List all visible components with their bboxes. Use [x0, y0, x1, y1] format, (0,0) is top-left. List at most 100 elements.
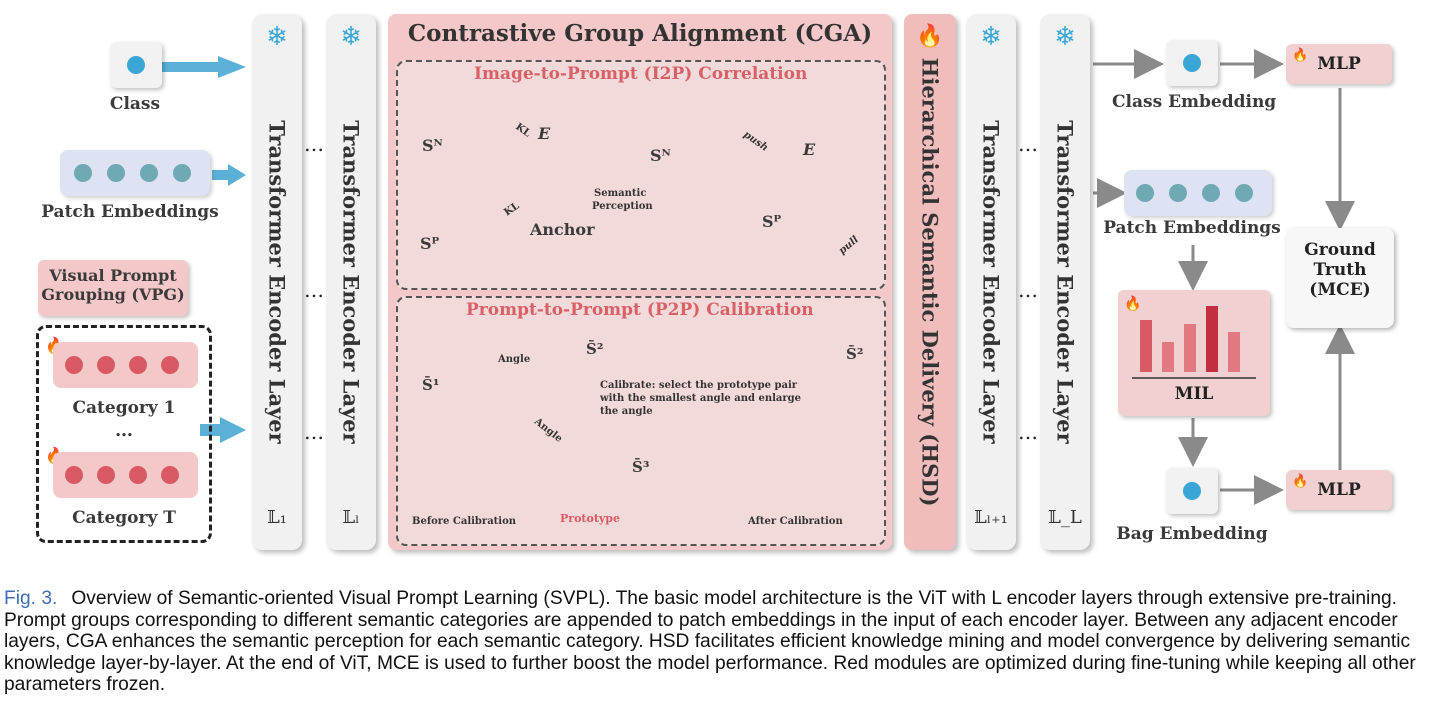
vpg-dashed-group: 🔥 Category 1 … 🔥 Category T [36, 325, 212, 543]
patch-token [173, 164, 191, 182]
encoder-layer-label: Transformer Encoder Layer [1052, 120, 1078, 444]
vpg-title-box: Visual Prompt Grouping (VPG) [38, 260, 188, 316]
snowflake-icon: ❄ [340, 22, 362, 52]
calibrate-text-3: the angle [600, 406, 653, 417]
encoder-layer-l: ❄ Transformer Encoder Layer 𝕃ₗ [326, 14, 376, 550]
category-t-label: Category T [72, 508, 176, 528]
patch-token [140, 164, 158, 182]
before-calibration-label: Before Calibration [412, 516, 517, 527]
category-t-prompts [53, 452, 198, 498]
patch-token [74, 164, 92, 182]
encoder-layer-index: 𝕃ₗ [342, 507, 360, 528]
patch-token [1235, 184, 1253, 202]
patch-token [107, 164, 125, 182]
ellipsis: … [1018, 278, 1040, 302]
fire-icon: 🔥 [1124, 296, 1142, 312]
hsd-panel: 🔥 Hierarchical Semantic Delivery (HSD) [904, 14, 956, 550]
prompt-token [129, 356, 147, 374]
encoder-layer-label: Transformer Encoder Layer [264, 120, 290, 444]
class-token-box [110, 42, 162, 88]
ground-truth-line3: (MCE) [1309, 280, 1371, 300]
caption-text: Overview of Semantic-oriented Visual Pro… [4, 588, 1416, 695]
figure-caption: Fig. 3.Overview of Semantic-oriented Vis… [4, 588, 1436, 696]
prototype-label: Prototype [560, 512, 620, 525]
mlp-top-box: 🔥 MLP [1286, 44, 1392, 84]
s2-label: S̄² [586, 340, 604, 358]
bag-embedding-label: Bag Embedding [1116, 524, 1268, 544]
patch-token [1202, 184, 1220, 202]
class-token [127, 56, 145, 74]
prompt-token [97, 466, 115, 484]
mlp-top-label: MLP [1317, 54, 1361, 74]
i2p-panel [396, 60, 886, 290]
ellipsis: … [1018, 420, 1040, 444]
sn-label: Sᴺ [650, 146, 671, 165]
ground-truth-box: Ground Truth (MCE) [1286, 228, 1394, 328]
s3-label: S̄³ [632, 458, 650, 476]
figure-number: Fig. 3. [4, 588, 58, 609]
ground-truth-line1: Ground [1304, 240, 1376, 260]
mil-bar-icon [1132, 306, 1256, 379]
s1-label: S̄¹ [422, 376, 440, 394]
after-calibration-label: After Calibration [748, 516, 843, 527]
ellipsis: … [304, 420, 326, 444]
fire-icon: 🔥 [916, 24, 944, 49]
p2p-title: Prompt-to-Prompt (P2P) Calibration [466, 300, 814, 320]
perception-label: Perception [592, 201, 653, 212]
patch-embeddings-box [60, 150, 210, 196]
fire-icon: 🔥 [1292, 48, 1309, 63]
angle-label: Angle [498, 354, 531, 365]
output-patch-embeddings-box [1124, 170, 1272, 216]
svpl-diagram: Class Patch Embeddings Visual Prompt Gro… [36, 14, 1394, 550]
vpg-title-line1: Visual Prompt [49, 266, 177, 285]
i2p-title: Image-to-Prompt (I2P) Correlation [474, 64, 808, 84]
fire-icon: 🔥 [1292, 474, 1309, 489]
bag-embedding-box [1166, 468, 1218, 514]
bag-embedding-token [1183, 482, 1201, 500]
mil-box: 🔥 MIL [1118, 290, 1270, 416]
snowflake-icon: ❄ [266, 22, 288, 52]
patch-token [1136, 184, 1154, 202]
encoder-layer-label: Transformer Encoder Layer [978, 120, 1004, 444]
prompt-token [161, 466, 179, 484]
encoder-layer-index: 𝕃_L [1048, 507, 1082, 528]
category-1-prompts [53, 342, 198, 388]
input-arrows [156, 56, 246, 443]
encoder-layer-label: Transformer Encoder Layer [338, 120, 364, 444]
category-1-label: Category 1 [72, 398, 176, 418]
calibrate-text-1: Calibrate: select the prototype pair [600, 380, 798, 391]
ellipsis: … [304, 278, 326, 302]
e-label: E [803, 140, 816, 159]
semantic-label: Semantic [594, 188, 647, 199]
sp-label: Sᴾ [420, 234, 440, 253]
encoder-layer-1: ❄ Transformer Encoder Layer 𝕃₁ [252, 14, 302, 550]
encoder-layer-L: ❄ Transformer Encoder Layer 𝕃_L [1040, 14, 1090, 550]
cga-title: Contrastive Group Alignment (CGA) [407, 20, 873, 47]
class-embedding-label: Class Embedding [1112, 92, 1277, 112]
category-ellipsis: … [115, 420, 133, 441]
mlp-bottom-label: MLP [1317, 480, 1361, 500]
mlp-bottom-box: 🔥 MLP [1286, 470, 1392, 510]
ellipsis: … [1018, 132, 1040, 156]
snowflake-icon: ❄ [980, 22, 1002, 52]
patch-token [1169, 184, 1187, 202]
patch-embeddings-label: Patch Embeddings [41, 202, 219, 222]
vpg-title-line2: Grouping (VPG) [41, 285, 185, 304]
prompt-token [161, 356, 179, 374]
snowflake-icon: ❄ [1054, 22, 1076, 52]
calibrate-text-2: with the smallest angle and enlarge [600, 393, 802, 404]
anchor-label: Anchor [530, 220, 595, 239]
encoder-layer-index: 𝕃ₗ₊₁ [974, 507, 1008, 528]
prompt-token [65, 356, 83, 374]
s2-label: S̄² [846, 345, 864, 363]
prompt-token [65, 466, 83, 484]
class-label: Class [109, 94, 161, 114]
hsd-label: Hierarchical Semantic Delivery (HSD) [917, 57, 943, 507]
prompt-token [97, 356, 115, 374]
p2p-panel [396, 296, 886, 546]
sn-label: Sᴺ [422, 136, 443, 155]
output-arrows [1093, 49, 1355, 505]
encoder-layer-l-plus-1: ❄ Transformer Encoder Layer 𝕃ₗ₊₁ [966, 14, 1016, 550]
sp-label: Sᴾ [762, 212, 782, 231]
output-patch-embeddings-label: Patch Embeddings [1103, 218, 1281, 238]
